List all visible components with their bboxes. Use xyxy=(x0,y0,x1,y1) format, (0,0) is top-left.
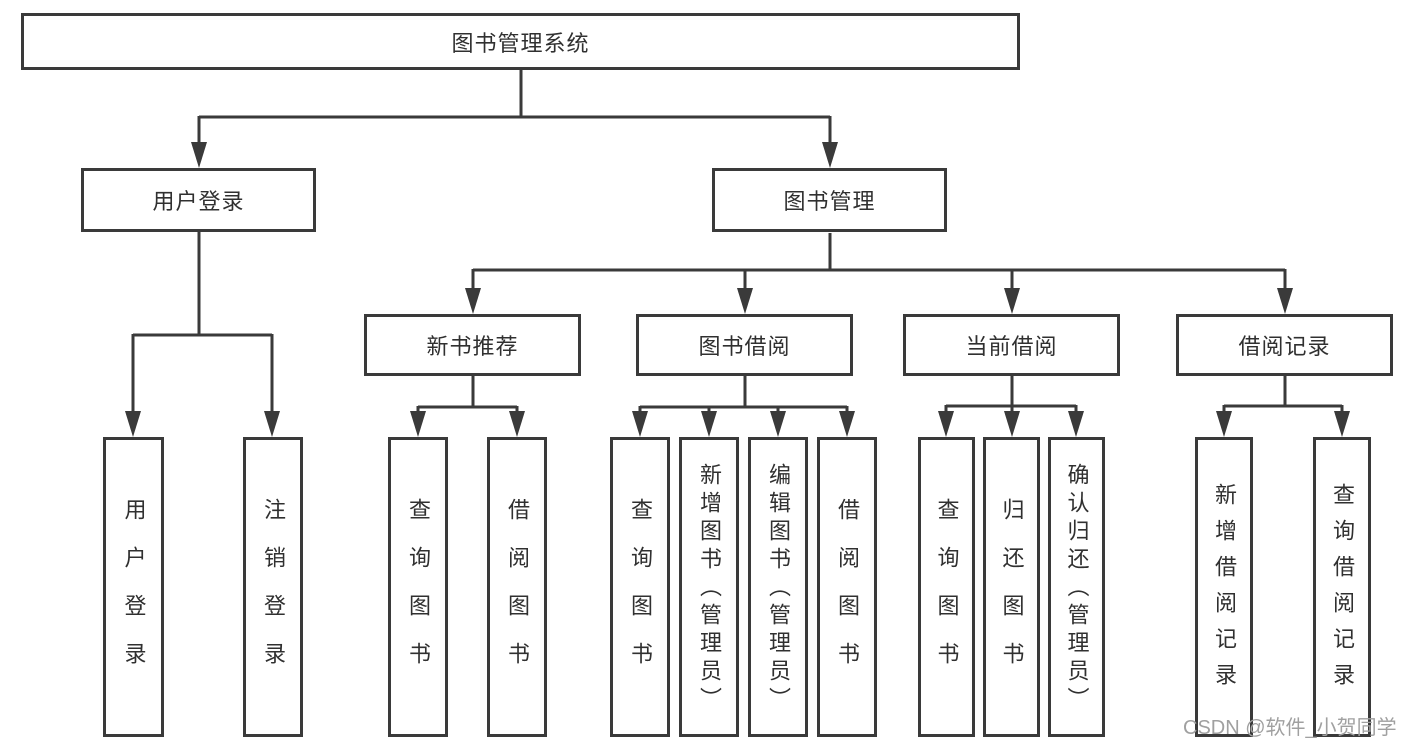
arrowhead xyxy=(1004,411,1020,437)
leaf-query-books-borrow-label: 查询图书 xyxy=(628,497,653,690)
leaf-return-book: 归还图书 xyxy=(983,437,1040,737)
csdn-watermark: CSDN @软件_小贺同学 xyxy=(1183,717,1397,739)
arrowhead xyxy=(1068,411,1084,437)
leaf-logout-label: 注销登录 xyxy=(261,497,286,690)
node-book-borrow: 图书借阅 xyxy=(636,314,853,376)
node-new-book-recommend: 新书推荐 xyxy=(364,314,581,376)
arrowhead xyxy=(632,411,648,437)
arrowheads xyxy=(125,142,1350,437)
leaf-logout: 注销登录 xyxy=(243,437,303,737)
node-book-borrow-label: 图书借阅 xyxy=(698,334,791,359)
node-root: 图书管理系统 xyxy=(21,13,1020,70)
arrowhead xyxy=(737,288,753,314)
leaf-add-book-admin: 新增图书（管理员） xyxy=(679,437,739,737)
arrowhead xyxy=(938,411,954,437)
leaf-user-login-label: 用户登录 xyxy=(121,497,147,690)
node-root-label: 图书管理系统 xyxy=(451,30,590,56)
leaf-query-borrow-record-label: 查询借阅记录 xyxy=(1330,482,1355,699)
connector-userlogin-children xyxy=(131,232,274,418)
node-current-borrow-label: 当前借阅 xyxy=(965,334,1058,359)
arrowhead xyxy=(1004,288,1020,314)
node-user-login: 用户登录 xyxy=(81,168,316,232)
leaf-add-book-admin-label: 新增图书（管理员） xyxy=(697,462,722,715)
connector-newbook-children xyxy=(416,376,519,418)
node-new-book-recommend-label: 新书推荐 xyxy=(426,334,519,359)
connector-root-to-level2 xyxy=(197,70,832,150)
arrowhead xyxy=(1277,288,1293,314)
leaf-query-books-current: 查询图书 xyxy=(918,437,975,737)
arrowhead xyxy=(822,142,838,168)
connector-borrow-children xyxy=(638,376,849,418)
leaf-borrow-books-recommend: 借阅图书 xyxy=(487,437,547,737)
leaf-edit-book-admin: 编辑图书（管理员） xyxy=(748,437,808,737)
leaf-query-borrow-record: 查询借阅记录 xyxy=(1313,437,1371,737)
node-book-management-label: 图书管理 xyxy=(783,189,876,214)
arrowhead xyxy=(1216,411,1232,437)
connector-records-children xyxy=(1222,376,1344,418)
arrowhead xyxy=(1334,411,1350,437)
leaf-return-book-label: 归还图书 xyxy=(999,497,1025,690)
leaf-borrow-books-recommend-label: 借阅图书 xyxy=(505,497,530,690)
arrowhead xyxy=(770,411,786,437)
node-borrow-records-label: 借阅记录 xyxy=(1238,334,1331,359)
arrowhead xyxy=(509,411,525,437)
leaf-confirm-return-admin-label: 确认归还（管理员） xyxy=(1064,462,1090,715)
arrowhead xyxy=(191,142,207,168)
arrowhead xyxy=(701,411,717,437)
arrowhead xyxy=(410,411,426,437)
node-borrow-records: 借阅记录 xyxy=(1176,314,1393,376)
node-current-borrow: 当前借阅 xyxy=(903,314,1120,376)
leaf-add-borrow-record-label: 新增借阅记录 xyxy=(1212,482,1237,699)
leaf-query-books-current-label: 查询图书 xyxy=(934,497,960,690)
leaf-add-borrow-record: 新增借阅记录 xyxy=(1195,437,1253,737)
arrowhead xyxy=(465,288,481,314)
leaf-borrow-books-label: 借阅图书 xyxy=(835,497,860,690)
node-user-login-label: 用户登录 xyxy=(152,189,245,214)
leaf-borrow-books: 借阅图书 xyxy=(817,437,877,737)
leaf-query-books-recommend-label: 查询图书 xyxy=(406,497,431,690)
node-book-management: 图书管理 xyxy=(712,168,947,232)
arrowhead xyxy=(264,411,280,437)
leaf-query-books-borrow: 查询图书 xyxy=(610,437,670,737)
arrowhead xyxy=(839,411,855,437)
leaf-edit-book-admin-label: 编辑图书（管理员） xyxy=(766,462,791,715)
leaf-user-login: 用户登录 xyxy=(103,437,164,737)
arrowhead xyxy=(125,411,141,437)
connector-bookmgmt-children xyxy=(471,233,1287,295)
leaf-query-books-recommend: 查询图书 xyxy=(388,437,448,737)
leaf-confirm-return-admin: 确认归还（管理员） xyxy=(1048,437,1105,737)
